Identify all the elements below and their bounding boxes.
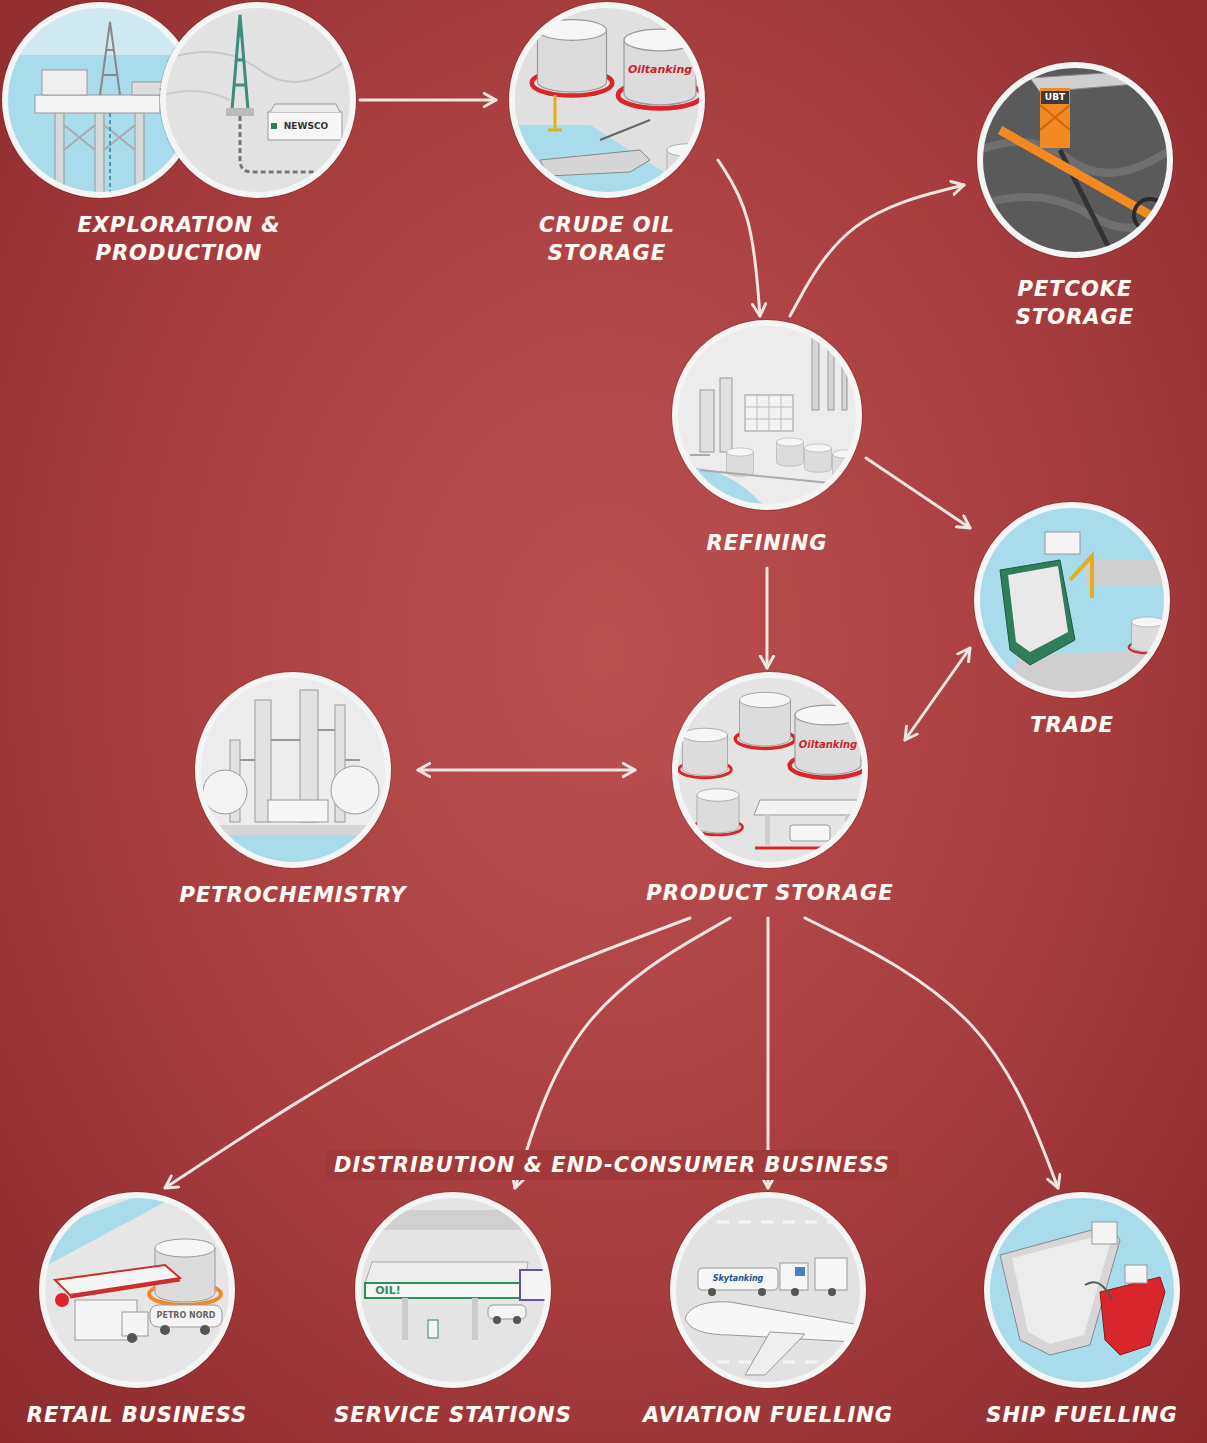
stage-circle: SERVICE STATIONS (330, 1195, 576, 1433)
stage-circle: EXPLORATION & PRODUCTION (5, 5, 353, 271)
flow-arrow (805, 918, 1058, 1188)
product-tank-illustration (671, 671, 869, 869)
group-label: DISTRIBUTION & END-CONSUMER BUSINESS (326, 1150, 898, 1180)
stage-label: REFINING (707, 529, 828, 557)
tanker-pier-illustration (973, 501, 1171, 700)
refinery-illustration (671, 319, 863, 511)
stage-circle: REFINING (675, 323, 859, 561)
retail-station-illustration (38, 1191, 236, 1389)
stage-label: EXPLORATION & PRODUCTION (49, 211, 309, 267)
petcoke-yard-illustration (976, 61, 1174, 259)
stage-label: TRADE (1030, 711, 1114, 739)
stage-label: CRUDE OIL STORAGE (507, 211, 707, 267)
flow-arrow (866, 458, 970, 528)
stage-circle: AVIATION FUELLING (639, 1195, 898, 1433)
stage-circle: RETAIL BUSINESS (23, 1195, 252, 1433)
flow-arrow (718, 160, 760, 316)
logo-text: NEWSCO (284, 122, 328, 132)
flow-arrow (790, 185, 964, 316)
logo-text: UBT (1045, 93, 1065, 103)
stage-circle: PRODUCT STORAGE (642, 675, 898, 911)
flow-arrow (165, 918, 690, 1188)
stage-circle: CRUDE OIL STORAGE (503, 5, 711, 271)
logo-text: Oiltanking (799, 739, 857, 750)
stage-label: AVIATION FUELLING (643, 1401, 893, 1429)
stage-label: SHIP FUELLING (986, 1401, 1177, 1429)
ship-fuelling-illustration (983, 1191, 1181, 1389)
logo-text: Oiltanking (628, 64, 692, 76)
stage-label: RETAIL BUSINESS (27, 1401, 247, 1429)
crude-tank-illustration (508, 1, 709, 199)
chemical-plant-illustration (194, 671, 392, 869)
flow-arrow (767, 918, 770, 1188)
stage-circle: TRADE (977, 505, 1167, 743)
service-station-illustration (354, 1191, 552, 1389)
onshore-well-illustration (159, 1, 357, 199)
flow-arrow (905, 648, 970, 740)
stage-circle: SHIP FUELLING (982, 1195, 1182, 1433)
stage-label: PETROCHEMISTRY (179, 881, 406, 909)
stage-label: PRODUCT STORAGE (646, 879, 893, 907)
stage-label: SERVICE STATIONS (334, 1401, 572, 1429)
flow-arrow (360, 99, 496, 102)
flow-arrow (515, 918, 730, 1188)
flow-arrow (418, 769, 635, 772)
stage-circle: PETROCHEMISTRY (175, 675, 411, 913)
logo-text: Skytanking (713, 1275, 764, 1284)
logo-text: OIL! (375, 1285, 400, 1297)
stage-label: PETCOKE STORAGE (975, 275, 1175, 331)
stage-circle: PETCOKE STORAGE (971, 65, 1179, 335)
logo-text: PETRO NORD (157, 1312, 216, 1321)
aviation-illustration (669, 1191, 867, 1389)
flow-arrow (766, 568, 769, 668)
